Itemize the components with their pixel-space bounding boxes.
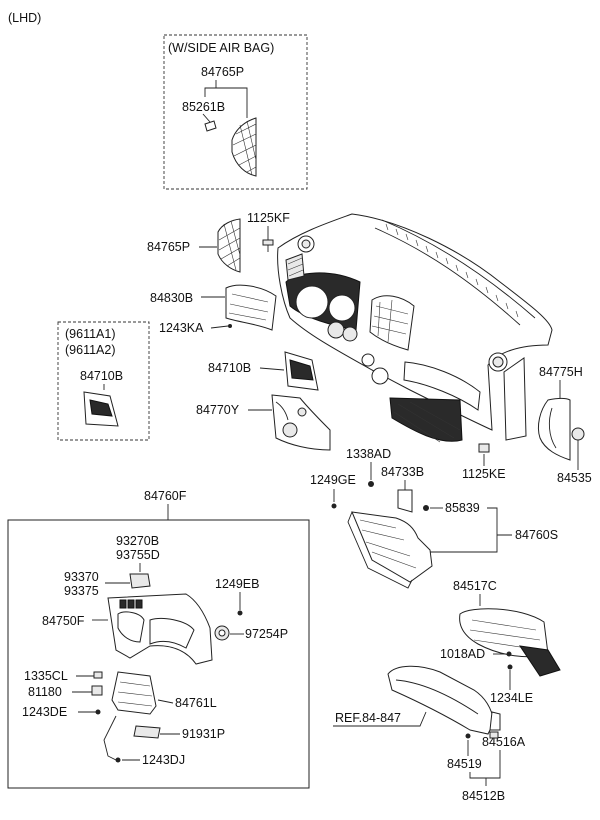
part-label-84512B: 84512B: [462, 789, 505, 803]
part-label-84710B: 84710B: [208, 361, 251, 375]
part-label-84765P-boxed: 84765P: [201, 65, 244, 79]
side-cover-right: [537, 398, 571, 461]
side-cover-grille-left: [217, 218, 241, 273]
part-label-93270B: 93270B: [116, 534, 159, 548]
center-fascia-panel: [271, 394, 331, 451]
part-label-84770Y: 84770Y: [196, 403, 240, 417]
part-label-85839: 85839: [445, 501, 480, 515]
part-label-93755D: 93755D: [116, 548, 160, 562]
part-label-1338AD: 1338AD: [346, 447, 391, 461]
part-label-84733B: 84733B: [381, 465, 424, 479]
reference-label: REF.84-847: [335, 711, 401, 725]
part-label-1243DJ: 1243DJ: [142, 753, 185, 767]
part-label-84775H: 84775H: [539, 365, 583, 379]
variant-label: (LHD): [8, 11, 41, 25]
crash-pad: [277, 213, 553, 443]
part-label-84765P: 84765P: [147, 240, 190, 254]
screw-1125KE: [478, 443, 490, 453]
bracket-84761L: [111, 671, 157, 715]
clip-81180: [91, 685, 103, 696]
part-label-1018AD: 1018AD: [440, 647, 485, 661]
part-label-91931P: 91931P: [182, 727, 225, 741]
part-label-1234LE: 1234LE: [490, 691, 533, 705]
side-cover-grille: [231, 117, 257, 177]
part-label-93375: 93375: [64, 584, 99, 598]
part-label-1243KA: 1243KA: [159, 321, 204, 335]
label-sticker: [204, 120, 217, 132]
bracket-84733B: [397, 489, 413, 513]
part-label-1249GE: 1249GE: [310, 473, 356, 487]
part-label-84750F: 84750F: [42, 614, 85, 628]
alt-box-title-1: (9611A1): [65, 327, 116, 341]
part-label-93370: 93370: [64, 570, 99, 584]
part-label-85261B: 85261B: [182, 100, 225, 114]
part-label-1249EB: 1249EB: [215, 577, 259, 591]
alt-box-title-2: (9611A2): [65, 343, 116, 357]
part-label-84830B: 84830B: [150, 291, 193, 305]
side-airbag-title: (W/SIDE AIR BAG): [168, 41, 274, 55]
lower-crash-pad-center: [351, 511, 433, 583]
part-label-1125KF: 1125KF: [247, 211, 290, 225]
part-label-84519: 84519: [447, 757, 482, 771]
lower-panel-box: 93270B 93755D 93370 93375 1249EB 84750F …: [7, 519, 310, 789]
alt-box-part-label: 84710B: [80, 369, 123, 383]
part-label-84760F: 84760F: [144, 489, 187, 503]
part-label-1125KE: 1125KE: [462, 467, 506, 481]
part-label-1243DE: 1243DE: [22, 705, 67, 719]
speaker-grille: [571, 427, 585, 441]
part-label-84535: 84535: [557, 471, 592, 485]
side-airbag-box: (W/SIDE AIR BAG) 84765P 85261B: [163, 34, 308, 190]
screw-1125KF: [262, 239, 274, 252]
part-label-81180: 81180: [28, 685, 62, 699]
part-label-84517C: 84517C: [453, 579, 497, 593]
glove-box: [387, 665, 495, 735]
wiring-91931P: [133, 725, 161, 739]
part-label-84516A: 84516A: [482, 735, 526, 749]
part-label-1335CL: 1335CL: [24, 669, 68, 683]
part-label-97254P: 97254P: [245, 627, 288, 641]
alt-vent-box: (9611A1) (9611A2) 84710B: [57, 321, 150, 441]
part-label-84761L: 84761L: [175, 696, 217, 710]
switch-module: [129, 573, 151, 589]
part-label-84760S: 84760S: [515, 528, 558, 542]
cluster-fascia: [225, 284, 277, 331]
